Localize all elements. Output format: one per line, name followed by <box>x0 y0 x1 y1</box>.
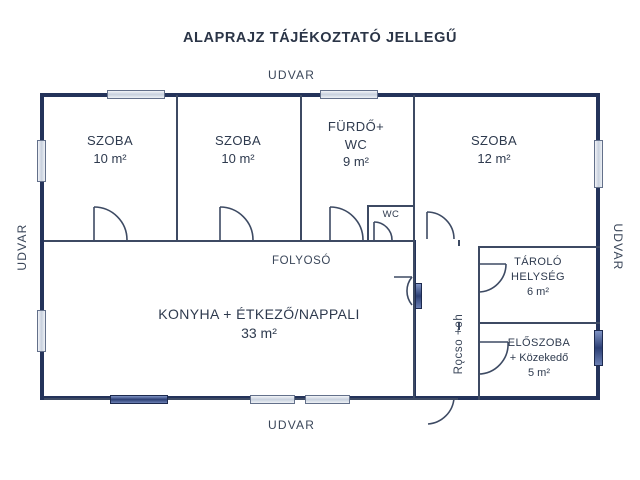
door-kitchen <box>388 275 416 309</box>
window-bottom-highlighted <box>110 395 168 404</box>
room-name: KONYHA + ÉTKEZŐ/NAPPALI <box>158 306 360 322</box>
room-area: 10 m² <box>93 150 127 166</box>
room-label-szoba-1: SZOBA 10 m² <box>64 132 156 167</box>
room-name: WC <box>382 209 400 220</box>
door-tarolo-helyseg <box>477 262 510 296</box>
exterior-label-right: UDVAR <box>611 223 625 271</box>
room-label-szoba-3: SZOBA 12 m² <box>434 132 554 167</box>
partition-wall-szoba1-szoba2 <box>176 95 178 240</box>
room-name: FÜRDŐ+ <box>327 119 385 134</box>
page-title: ALAPRAJZ TÁJÉKOZTATÓ JELLEGŰ <box>182 30 458 46</box>
wc-closet-top-wall <box>367 205 413 207</box>
window-right-upper <box>594 140 603 188</box>
room-name: SZOBA <box>86 133 134 148</box>
room-area: 9 m² <box>343 154 369 170</box>
room-label-eloszoba: ELŐSZOBA + Közekedő 5 m² <box>484 336 594 381</box>
room-area: 12 m² <box>477 150 511 166</box>
exterior-label-top: UDVAR <box>268 68 316 82</box>
room-name: ELŐSZOBA <box>507 337 571 349</box>
window-left-upper <box>37 140 46 182</box>
entry-niche-bottom-wall <box>413 398 458 400</box>
room-area: 5 m² <box>528 366 550 379</box>
corridor-window-marker <box>415 283 422 309</box>
room-name: SZOBA <box>214 133 262 148</box>
room-label-furdo-wc: FÜRDŐ+ WC 9 m² <box>306 118 406 171</box>
wc-closet-left-wall <box>367 205 369 241</box>
door-furdo-wc <box>328 206 366 243</box>
right-wing-top-wall <box>478 246 600 248</box>
room-name-second-line: WC <box>344 136 368 152</box>
window-bottom-right <box>305 395 350 404</box>
window-left-lower <box>37 310 46 352</box>
door-eloszoba <box>477 340 514 380</box>
kitchen-bottom-inner-wall <box>44 398 413 400</box>
room-name-second-line: HELYSÉG <box>511 270 565 283</box>
room-area: 10 m² <box>221 150 255 166</box>
taralo-eloszoba-divider-wall <box>478 322 600 324</box>
window-top-left <box>107 90 165 99</box>
door-szoba-1 <box>92 206 132 243</box>
room-name: TÁROLÓ <box>514 256 562 268</box>
exterior-label-bottom: UDVAR <box>268 418 316 432</box>
door-wc-closet <box>372 221 394 242</box>
corridor-label: FOLYOSÓ <box>272 255 331 267</box>
door-szoba-3 <box>425 211 459 242</box>
window-bottom-middle <box>250 395 295 404</box>
window-right-lower-highlighted <box>594 330 603 366</box>
room-label-konyha-nappali: KONYHA + ÉTKEZŐ/NAPPALI 33 m² <box>118 305 400 343</box>
room-name-sub: + Közekedő <box>509 351 569 364</box>
corridor-right-wall-top <box>458 240 460 246</box>
corridor-top-wall <box>44 240 413 242</box>
room-area: 33 m² <box>241 324 277 341</box>
vertical-corridor-left-wall <box>413 240 415 400</box>
partition-wall-szoba2-furdo <box>300 95 302 240</box>
room-label-szoba-2: SZOBA 10 m² <box>192 132 284 167</box>
room-name: SZOBA <box>470 133 518 148</box>
room-label-tarolo-helyseg: TÁROLÓ HELYSÉG 6 m² <box>486 255 590 300</box>
vertical-corridor-label: Rǫcso +oh <box>453 313 465 375</box>
door-main-entrance <box>426 397 460 430</box>
window-top-right <box>320 90 378 99</box>
room-area: 6 m² <box>527 285 549 298</box>
door-szoba-2 <box>218 206 258 243</box>
room-label-wc-closet: WC <box>370 209 412 222</box>
corridor-right-wall-mid <box>458 322 460 330</box>
exterior-label-left: UDVAR <box>15 223 29 271</box>
partition-wall-furdo-szoba3 <box>413 95 415 240</box>
